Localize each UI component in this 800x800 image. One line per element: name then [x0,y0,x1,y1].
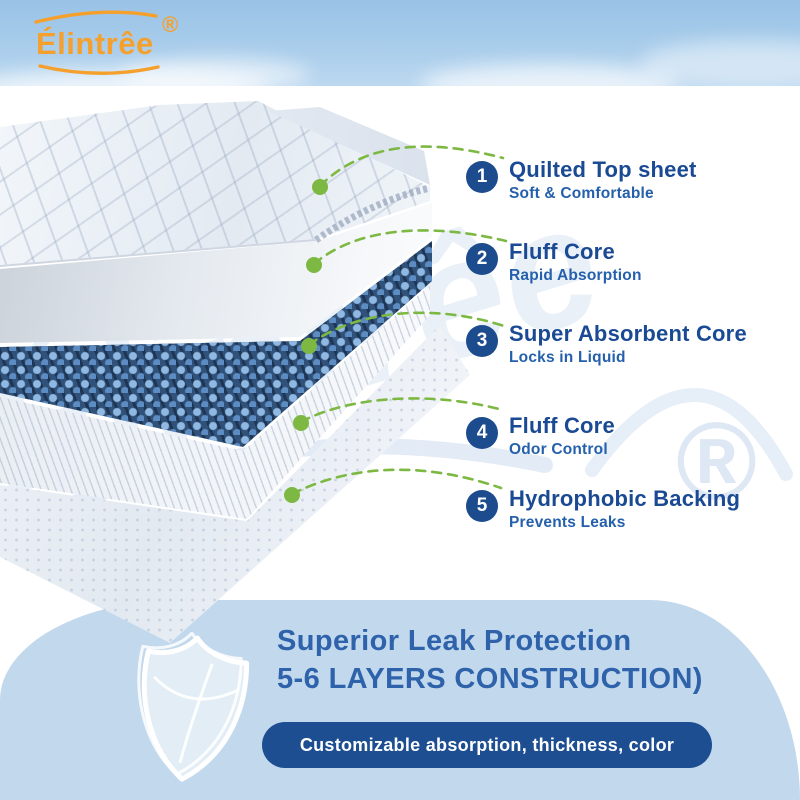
layer-number-badge: 4 [466,417,498,449]
layer-subtitle: Locks in Liquid [509,348,626,366]
layer-label-3: 3 Super Absorbent Core Locks in Liquid [466,321,796,367]
layer-subtitle: Odor Control [509,440,608,458]
layer-title: Quilted Top sheet [509,157,697,182]
logo-text: Élintrêe [36,26,154,61]
shield-icon [137,632,250,782]
layer-title: Fluff Core [509,413,615,438]
layer-subtitle: Prevents Leaks [509,513,626,531]
layer-title: Hydrophobic Backing [509,486,741,511]
footer-headline-line2: 5-6 LAYERS CONSTRUCTION) [277,663,703,695]
brand-logo: Élintrêe ® [34,10,178,75]
layer-label-5: 5 Hydrophobic Backing Prevents Leaks [466,486,796,532]
layer-number-badge: 5 [466,490,498,522]
cloud [0,70,270,104]
layer-number-badge: 3 [466,325,498,357]
logo-swoosh-top-icon [34,10,158,24]
sky-band [0,0,800,104]
layer-label-4: 4 Fluff Core Odor Control [466,413,796,459]
layer-stack-illustration [0,85,470,645]
layer-subtitle: Soft & Comfortable [509,184,654,202]
layer-subtitle: Rapid Absorption [509,266,642,284]
customization-badge: Customizable absorption, thickness, colo… [262,722,712,768]
cloud [420,64,680,104]
logo-swoosh-bottom-icon [38,64,160,75]
layer-label-1: 1 Quilted Top sheet Soft & Comfortable [466,157,796,203]
footer-headline-line1: Superior Leak Protection [277,625,632,657]
top-sheet-curl-edge-icon [0,184,431,267]
layer-number-badge: 1 [466,161,498,193]
layer-title: Super Absorbent Core [509,321,747,346]
layer-number-badge: 2 [466,243,498,275]
layer-label-2: 2 Fluff Core Rapid Absorption [466,239,796,285]
logo-registered-icon: ® [162,12,178,37]
layer-title: Fluff Core [509,239,615,264]
